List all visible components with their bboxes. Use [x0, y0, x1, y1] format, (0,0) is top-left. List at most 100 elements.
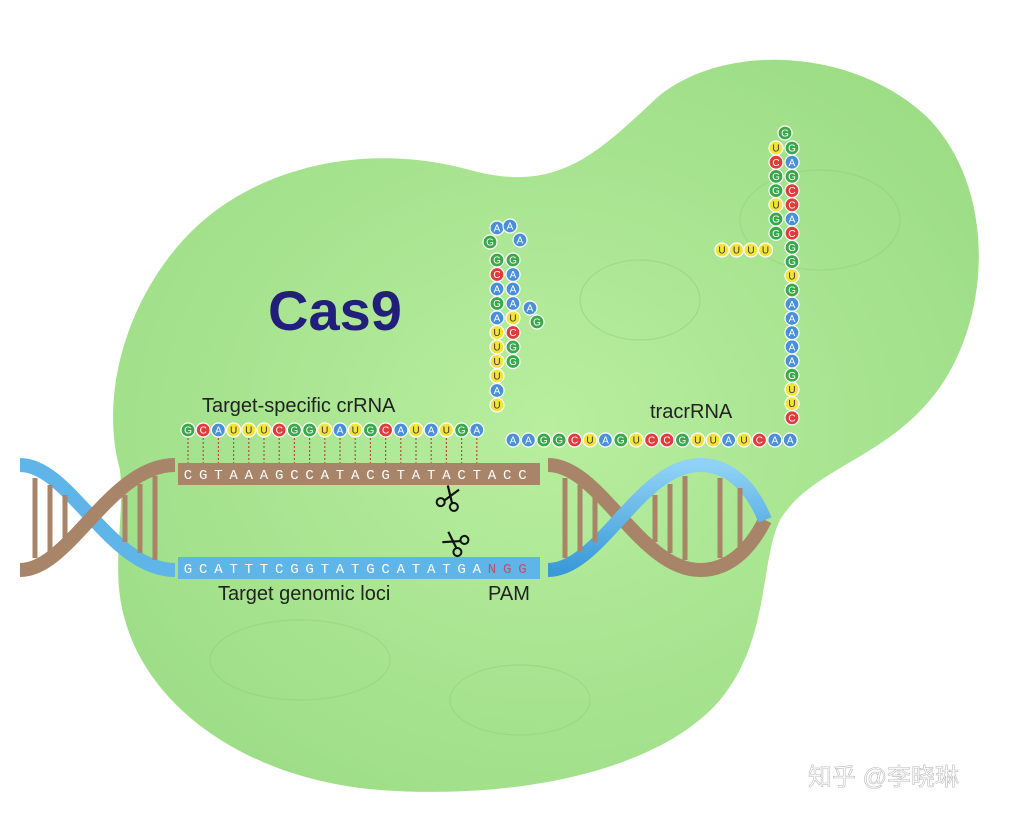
svg-text:G: G	[679, 436, 687, 447]
svg-text:U: U	[352, 426, 359, 437]
svg-text:C: C	[663, 436, 670, 447]
bottom-strand-base: T	[260, 562, 268, 578]
bottom-strand-base: T	[351, 562, 359, 578]
svg-text:U: U	[412, 426, 419, 437]
svg-text:G: G	[555, 436, 563, 447]
crrna-nucleotide: A	[332, 422, 348, 438]
tracrrna-nucleotide: A	[720, 432, 737, 448]
svg-text:U: U	[718, 246, 725, 257]
tracrrna-nucleotide: G	[768, 168, 784, 184]
top-strand-base: C	[184, 468, 192, 484]
tracrrna-nucleotide: A	[784, 310, 800, 326]
scissors-icon	[442, 531, 470, 558]
bottom-strand-base: A	[427, 562, 436, 578]
svg-text:G: G	[772, 215, 780, 226]
bottom-strand-base: A	[336, 562, 345, 578]
top-strand-base: C	[305, 468, 313, 484]
svg-text:G: G	[486, 238, 494, 249]
bottom-strand-base: T	[412, 562, 420, 578]
dna-helix-left	[19, 458, 176, 577]
svg-text:A: A	[494, 285, 501, 296]
svg-text:C: C	[788, 186, 795, 197]
svg-text:U: U	[443, 426, 450, 437]
svg-text:U: U	[772, 144, 779, 155]
pam-base: G	[503, 562, 511, 578]
svg-text:G: G	[509, 343, 517, 354]
svg-text:G: G	[788, 257, 796, 268]
tracrrna-nucleotide: G	[784, 239, 800, 255]
svg-text:G: G	[788, 243, 796, 254]
tracrrna-nucleotide: A	[784, 211, 800, 227]
top-strand-base: A	[229, 468, 238, 484]
svg-text:C: C	[788, 229, 795, 240]
bottom-strand-base: T	[229, 562, 237, 578]
svg-text:U: U	[245, 426, 252, 437]
bottom-strand-base: G	[184, 562, 192, 578]
tracrrna-nucleotide: C	[566, 432, 583, 448]
tracrrna-nucleotide: G	[784, 168, 800, 184]
svg-text:U: U	[762, 246, 769, 257]
svg-text:A: A	[215, 426, 222, 437]
tracrrna-nucleotide: U	[757, 242, 774, 258]
svg-text:A: A	[397, 426, 404, 437]
crrna-nucleotide: G	[302, 422, 318, 438]
crrna-nucleotide: C	[271, 422, 287, 438]
bottom-strand-base: C	[199, 562, 207, 578]
blob-texture	[209, 169, 901, 736]
tracrrna-nucleotide: G	[505, 252, 521, 268]
bottom-strand-base: G	[305, 562, 313, 578]
tracrrna-nucleotide: U	[728, 242, 745, 258]
tracrrna-nucleotide: U	[714, 242, 730, 258]
svg-text:A: A	[494, 386, 501, 397]
svg-text:A: A	[527, 304, 534, 315]
target-top-strand-bar	[178, 463, 540, 485]
svg-text:A: A	[789, 158, 796, 169]
svg-text:G: G	[788, 371, 796, 382]
svg-text:U: U	[493, 343, 500, 354]
svg-text:A: A	[725, 436, 732, 447]
tracrrna-nucleotide: G	[768, 225, 784, 241]
svg-text:U: U	[747, 246, 754, 257]
svg-text:U: U	[772, 200, 779, 211]
tracrrna-nucleotide: A	[784, 339, 800, 355]
top-strand-base: T	[397, 468, 405, 484]
svg-text:U: U	[260, 426, 267, 437]
svg-text:G: G	[772, 172, 780, 183]
top-strand-base: T	[427, 468, 435, 484]
svg-text:G: G	[509, 357, 517, 368]
svg-text:U: U	[509, 314, 516, 325]
svg-text:U: U	[710, 436, 717, 447]
tracrrna-label: tracrRNA	[650, 401, 733, 423]
tracrrna-nucleotide: A	[782, 432, 798, 448]
top-strand-base: T	[336, 468, 344, 484]
tracrrna-nucleotide: C	[751, 432, 768, 448]
tracrrna-nucleotide: U	[768, 140, 784, 156]
tracrrna-nucleotide: A	[502, 218, 518, 234]
svg-text:G: G	[788, 172, 796, 183]
tracrrna-nucleotide: G	[777, 125, 793, 141]
bottom-strand-base: G	[290, 562, 298, 578]
tracrrna-nucleotide: U	[489, 353, 505, 370]
tracrrna-nucleotide: G	[489, 295, 505, 312]
tracrrna-nucleotide: C	[659, 432, 675, 448]
crrna-nucleotide: U	[241, 422, 257, 438]
crrna-nucleotide: G	[454, 422, 470, 438]
genomic-loci-label: Target genomic loci	[218, 583, 390, 605]
crrna-nucleotide: U	[256, 422, 272, 438]
svg-text:G: G	[291, 426, 299, 437]
bottom-strand-base: T	[245, 562, 253, 578]
crrna-nucleotide: U	[408, 422, 424, 438]
crrna-nucleotide: A	[469, 422, 485, 438]
svg-text:U: U	[493, 357, 500, 368]
svg-text:U: U	[788, 399, 795, 410]
crrna-nucleotide: U	[226, 422, 242, 438]
tracrrna-nucleotide: U	[743, 242, 759, 258]
svg-text:U: U	[633, 436, 640, 447]
svg-text:G: G	[458, 426, 466, 437]
tracrrna-nucleotide: U	[489, 324, 505, 341]
bottom-strand-base: G	[366, 562, 374, 578]
svg-text:C: C	[571, 436, 578, 447]
svg-text:A: A	[789, 314, 796, 325]
